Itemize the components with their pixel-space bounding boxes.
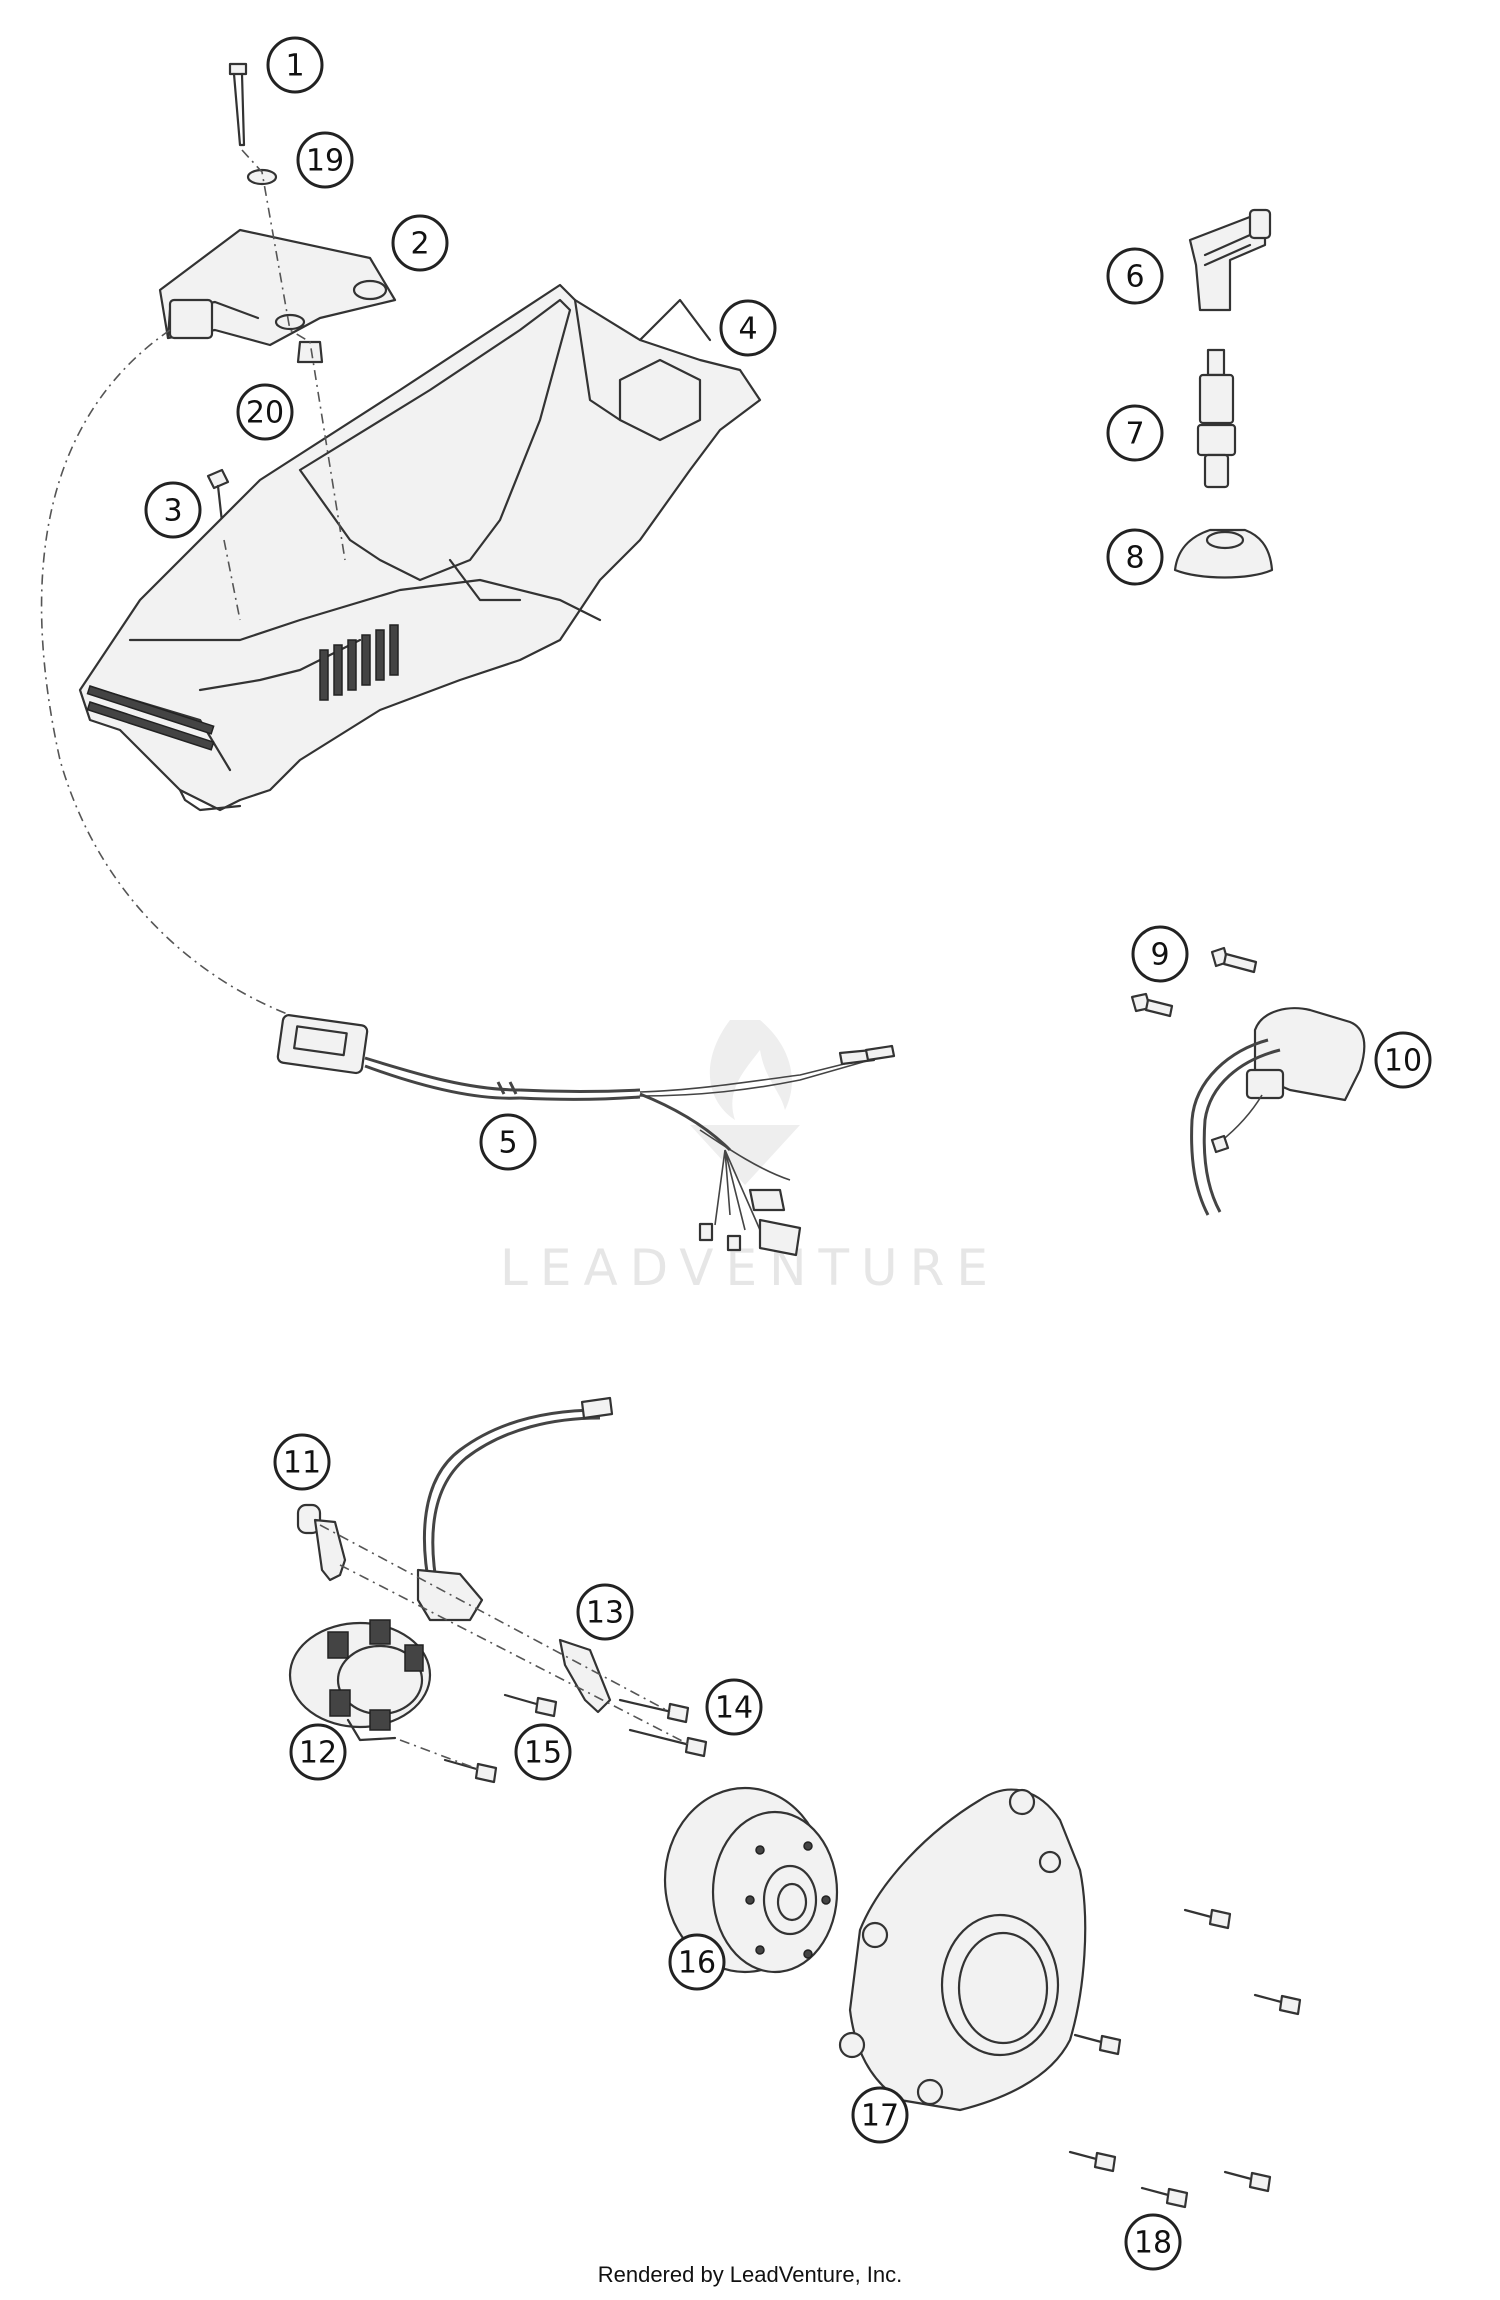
svg-text:6: 6 (1125, 260, 1144, 295)
part-13-cable-clamp[interactable] (558, 1638, 612, 1714)
svg-text:16: 16 (678, 1946, 716, 1981)
part-17-ignition-cover[interactable] (838, 1788, 1087, 2112)
part-14-screws[interactable] (618, 1698, 708, 1758)
svg-text:14: 14 (715, 1691, 753, 1726)
svg-text:1: 1 (285, 49, 304, 84)
svg-text:19: 19 (306, 144, 344, 179)
callout-10[interactable]: 10 (1374, 1031, 1432, 1089)
callout-11[interactable]: 11 (273, 1433, 331, 1491)
svg-text:15: 15 (524, 1736, 562, 1771)
part-7-spark-plug[interactable] (1196, 348, 1237, 489)
callout-20[interactable]: 20 (236, 383, 294, 441)
svg-text:4: 4 (738, 312, 757, 347)
callout-17[interactable]: 17 (851, 2086, 909, 2144)
svg-text:7: 7 (1125, 417, 1144, 452)
part-10-ignition-coil[interactable] (1190, 1007, 1366, 1216)
callout-7[interactable]: 7 (1106, 404, 1164, 462)
svg-text:17: 17 (861, 2099, 899, 2134)
leader-line-3 (223, 539, 241, 621)
callout-12[interactable]: 12 (289, 1723, 347, 1781)
part-5-wiring-harness[interactable] (276, 1014, 896, 1257)
footer-credit: Rendered by LeadVenture, Inc. (597, 2262, 903, 2287)
part-11-pulse-generator-clamp[interactable] (296, 1503, 347, 1582)
leader-line-1-to-20 (241, 149, 346, 561)
callout-14[interactable]: 14 (705, 1678, 763, 1736)
callout-4[interactable]: 4 (719, 299, 777, 357)
part-18-screws[interactable] (1068, 1908, 1302, 2209)
callout-16[interactable]: 16 (668, 1933, 726, 1991)
callout-6[interactable]: 6 (1106, 247, 1164, 305)
part-6-spark-plug-connector[interactable] (1188, 208, 1272, 312)
callout-1[interactable]: 1 (266, 36, 324, 94)
part-15-screws[interactable] (443, 1693, 558, 1784)
callout-18[interactable]: 18 (1124, 2213, 1182, 2271)
svg-text:9: 9 (1150, 938, 1169, 973)
callout-8[interactable]: 8 (1106, 528, 1164, 586)
callout-3[interactable]: 3 (144, 481, 202, 539)
part-20-bushing[interactable] (296, 340, 324, 364)
leadventure-watermark: LEADVENTURE (500, 1020, 1000, 1297)
part-19-washer[interactable] (246, 168, 278, 186)
part-8-rubber-cap[interactable] (1173, 528, 1274, 579)
svg-text:20: 20 (246, 396, 284, 431)
svg-text:5: 5 (498, 1126, 517, 1161)
leader-line-11-to-14 (319, 1524, 671, 1713)
svg-text:8: 8 (1125, 541, 1144, 576)
stator-cable (416, 1396, 614, 1622)
callout-2[interactable]: 2 (391, 214, 449, 272)
svg-text:3: 3 (163, 494, 182, 529)
callout-15[interactable]: 15 (514, 1723, 572, 1781)
part-1-screw[interactable] (228, 62, 248, 147)
svg-text:10: 10 (1384, 1044, 1422, 1079)
part-16-rotor[interactable] (663, 1786, 839, 1974)
part-4-airbox-holder[interactable] (78, 283, 762, 812)
part-12-stator[interactable] (288, 1619, 432, 1742)
svg-text:12: 12 (299, 1736, 337, 1771)
leader-line-15 (399, 1739, 481, 1771)
callout-19[interactable]: 19 (296, 131, 354, 189)
svg-text:18: 18 (1134, 2226, 1172, 2261)
part-9-screws[interactable] (1130, 946, 1258, 1018)
part-2-control-unit[interactable] (158, 228, 397, 347)
svg-text:2: 2 (410, 227, 429, 262)
callout-9[interactable]: 9 (1131, 925, 1189, 983)
leader-line-2-to-5 (40, 329, 291, 1016)
svg-text:13: 13 (586, 1596, 624, 1631)
svg-text:11: 11 (283, 1446, 321, 1481)
callout-5[interactable]: 5 (479, 1113, 537, 1171)
callout-13[interactable]: 13 (576, 1583, 634, 1641)
watermark-text: LEADVENTURE (500, 1239, 1000, 1297)
